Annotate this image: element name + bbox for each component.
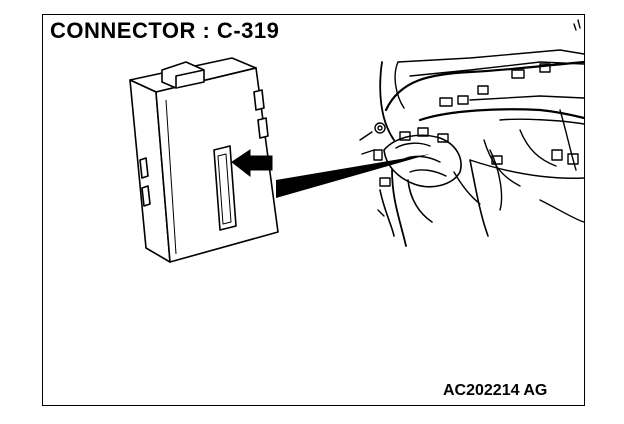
- vehicle-wiring-harness: [359, 19, 586, 247]
- leader-wedge: [276, 154, 430, 198]
- connector-title: CONNECTOR : C-319: [50, 18, 280, 43]
- pointer-arrow: [231, 149, 273, 178]
- figure-code: AC202214 AG: [443, 382, 548, 399]
- control-unit-box: [129, 57, 279, 263]
